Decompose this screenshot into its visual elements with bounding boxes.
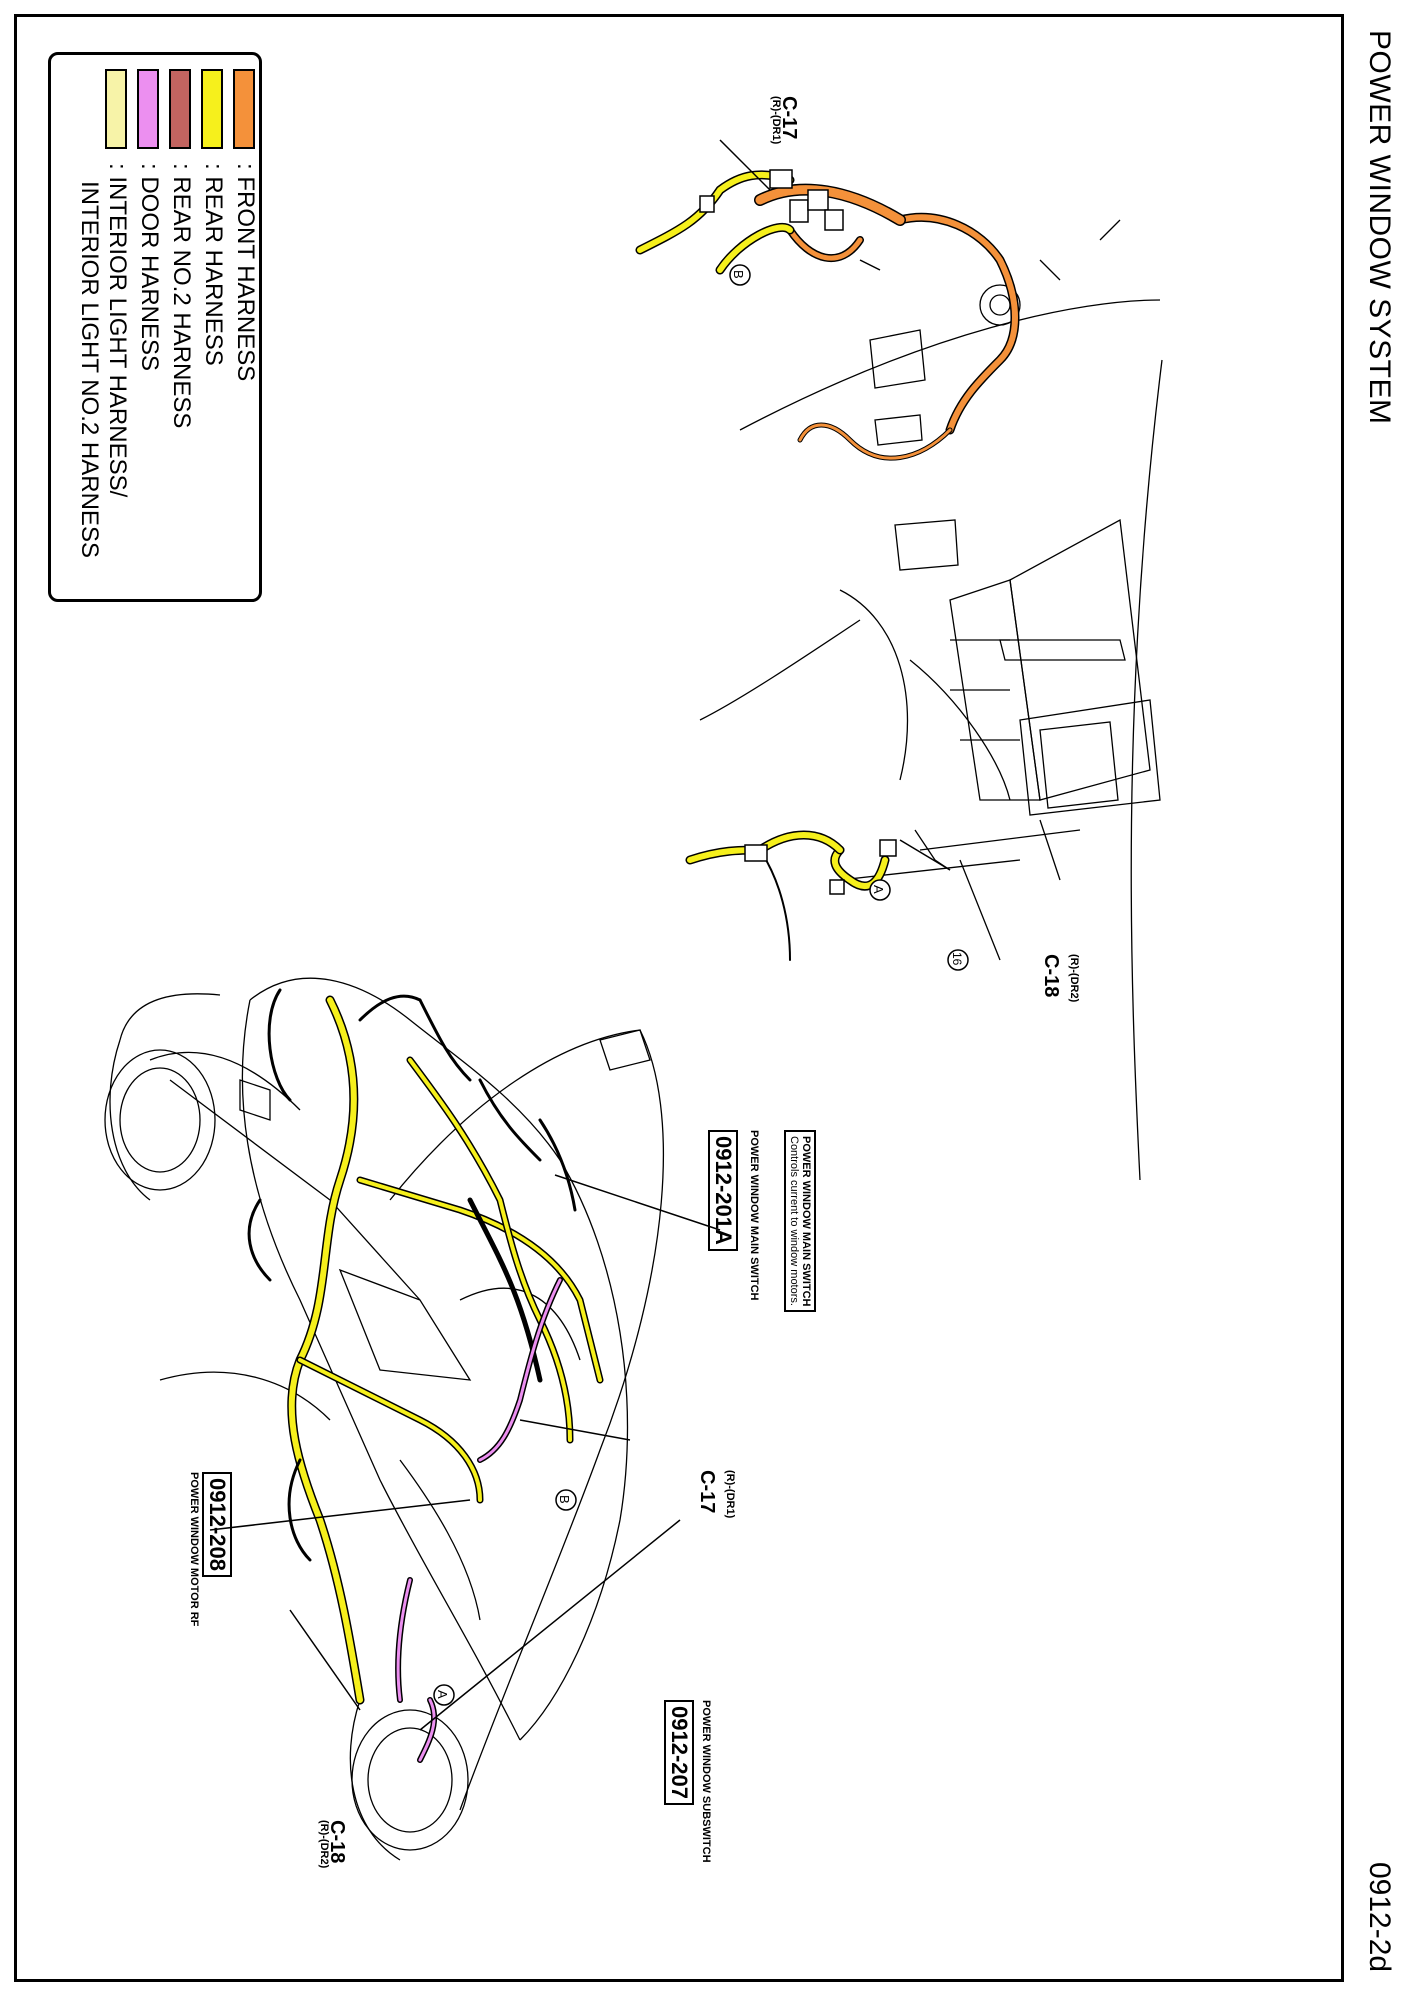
subswitch-id-text[interactable]: 0912-207 xyxy=(664,1700,694,1805)
marker-b-car: B xyxy=(557,1495,572,1504)
swatch-door-harness xyxy=(137,69,159,149)
connector-c17-top-sub: (R)-(DR1) xyxy=(770,96,782,145)
pedal-outline xyxy=(869,329,926,389)
dash-curve-line xyxy=(739,299,1161,431)
connector-c18-car-sub: (R)-(DR2) xyxy=(318,1820,330,1869)
c17-top-leader xyxy=(719,139,771,191)
connector-c18-top-sub: (R)-(DR2) xyxy=(1068,954,1080,1003)
car-body-outline xyxy=(241,999,521,1741)
rear-wheel-outer xyxy=(104,1049,216,1191)
harness-legend: : FRONT HARNESS : REAR HARNESS : REAR NO… xyxy=(48,52,262,602)
page-frame xyxy=(14,14,1344,1982)
main-switch-title: POWER WINDOW MAIN SWITCH xyxy=(800,1136,812,1307)
subswitch-id[interactable]: 0912-207 xyxy=(664,1700,694,1805)
marker-a-top: A xyxy=(871,885,886,894)
marker-b-top: B xyxy=(731,270,746,279)
main-switch-leader xyxy=(554,1174,721,1231)
main-switch-id[interactable]: 0912-201A xyxy=(708,1130,738,1251)
swatch-front-harness xyxy=(233,69,255,149)
subswitch-label: POWER WINDOW SUBSWITCH xyxy=(700,1700,712,1863)
marker-a-car: A xyxy=(435,1690,450,1699)
connector-c18-top-label: C-18 xyxy=(1040,954,1062,998)
main-switch-label: POWER WINDOW MAIN SWITCH xyxy=(748,1130,760,1301)
connector-c17-car-label: C-17 xyxy=(696,1470,718,1514)
main-switch-callout: POWER WINDOW MAIN SWITCH Controls curren… xyxy=(783,1130,816,1313)
front-harness-upper xyxy=(895,212,1020,435)
swatch-rear-harness xyxy=(201,69,223,149)
main-switch-id-text[interactable]: 0912-201A xyxy=(708,1130,738,1251)
marker-16: 16 xyxy=(950,952,964,966)
swatch-rear-no2-harness xyxy=(169,69,191,149)
motor-rf-id-text[interactable]: 0912-208 xyxy=(202,1472,232,1577)
main-switch-desc: Controls current to window motors. xyxy=(787,1136,800,1306)
motor-rf-label: POWER WINDOW MOTOR RF xyxy=(188,1472,200,1627)
motor-rf-id[interactable]: 0912-208 xyxy=(202,1472,232,1577)
front-wheel-outer xyxy=(351,1709,469,1851)
connector-c17-car-sub: (R)-(DR1) xyxy=(724,1470,736,1519)
swatch-interior-light-harness xyxy=(105,69,127,149)
